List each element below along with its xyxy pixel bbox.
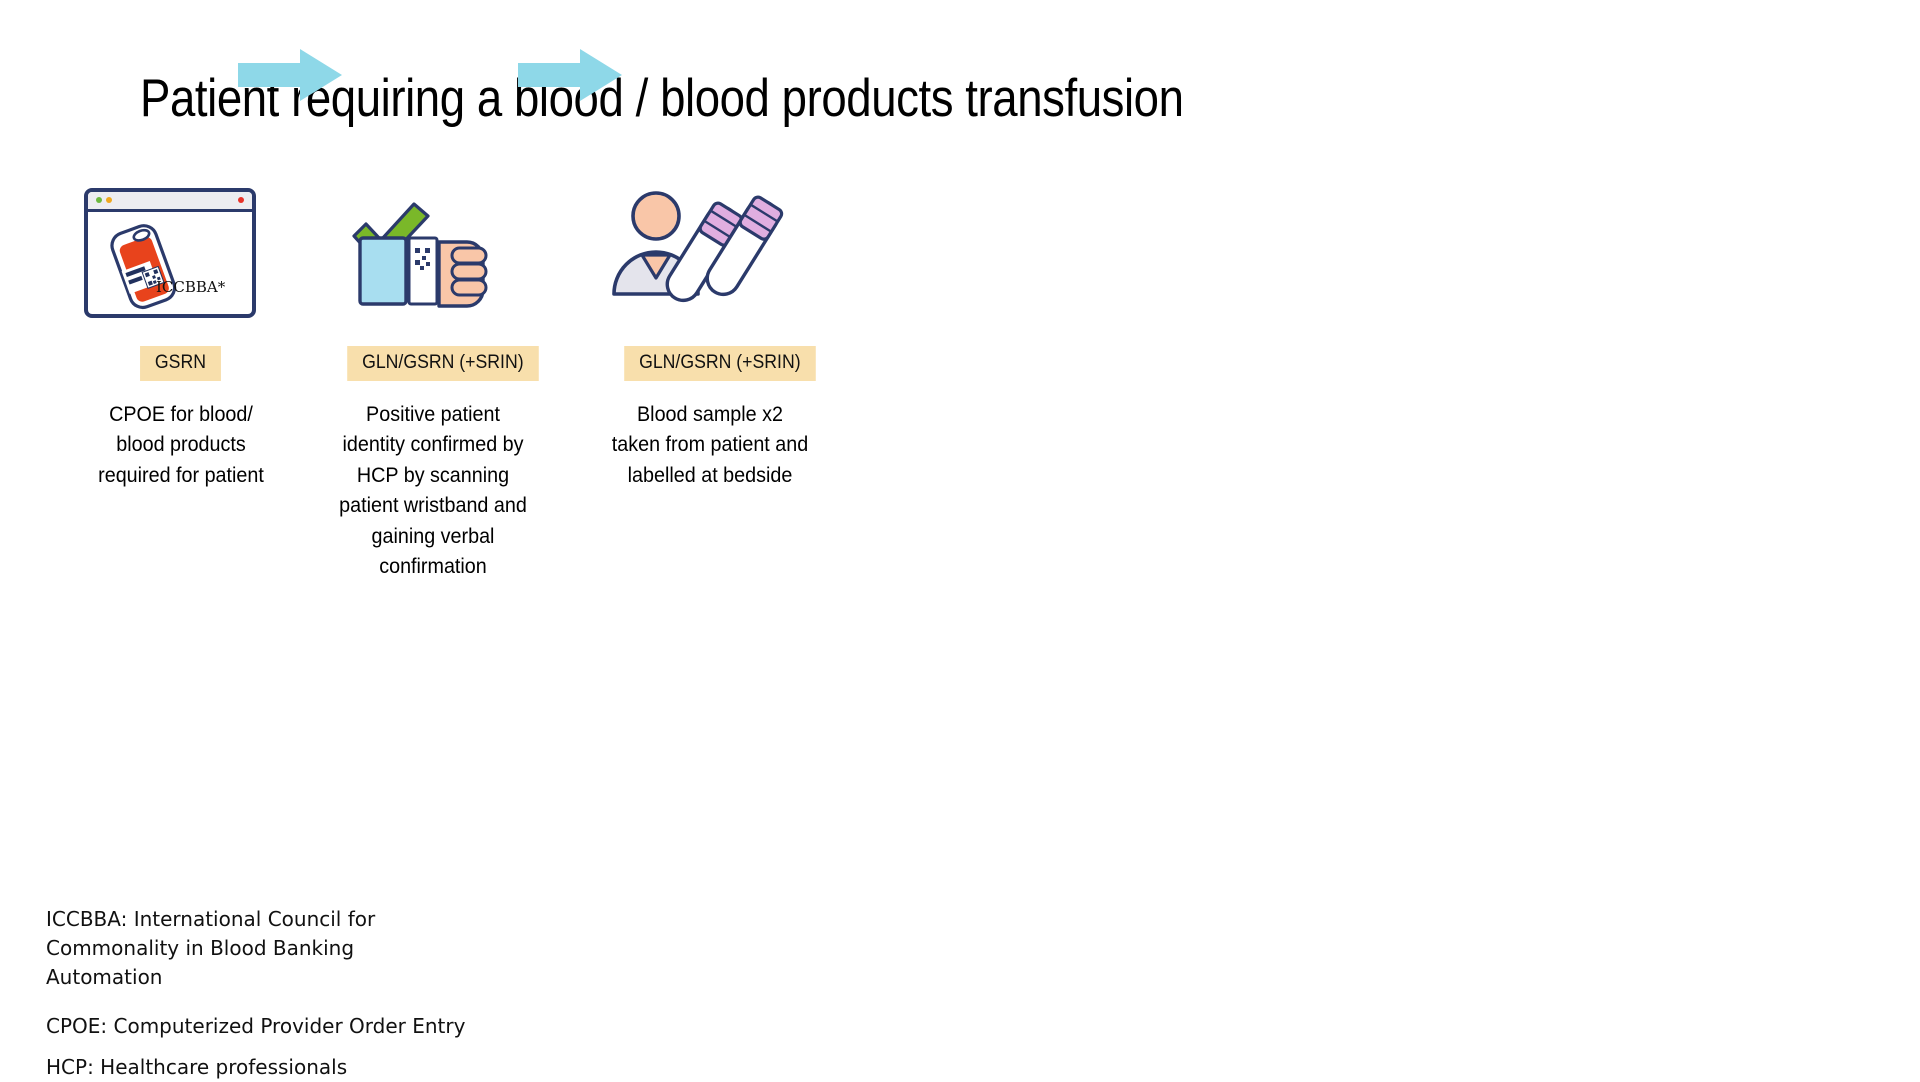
footnote-hcp: HCP: Healthcare professionals	[46, 1055, 348, 1079]
flow-step-3	[582, 186, 842, 322]
browser-window-blood-bag-icon: ICCBBA*	[84, 188, 256, 318]
flow-arrow-2-icon	[518, 49, 622, 101]
flow-step-1-art: ICCBBA*	[22, 186, 282, 322]
step-3-identifier-badge: GLN/GSRN (+SRIN)	[624, 346, 816, 381]
browser-title-bar	[88, 192, 252, 212]
hand-fist-icon	[437, 240, 488, 308]
flow-step-2-art	[302, 186, 562, 322]
browser-green-dot-icon	[96, 197, 102, 203]
check-wristband-scan-icon	[352, 202, 488, 308]
step-1-identifier-badge: GSRN	[140, 346, 221, 381]
patient-head	[631, 191, 681, 241]
wristband-sleeve	[358, 236, 408, 306]
wristband-qr-code	[415, 248, 430, 270]
step-1-caption: CPOE for blood/ blood products required …	[98, 403, 264, 487]
test-tube-2	[705, 195, 784, 297]
flow-step-1: ICCBBA*	[22, 186, 282, 322]
footnotes-block: ICCBBA: International Council for Common…	[46, 905, 686, 1082]
browser-red-dot-icon	[238, 197, 244, 203]
patient-blood-sample-tubes-icon	[612, 191, 784, 303]
flow-step-3-art	[582, 186, 842, 322]
browser-yellow-dot-icon	[106, 197, 112, 203]
footnote-iccbba: ICCBBA: International Council for Common…	[46, 907, 376, 989]
step-2-caption: Positive patient identity confirmed by H…	[339, 403, 527, 579]
wristband-label	[407, 236, 439, 306]
step-2-identifier-badge: GLN/GSRN (+SRIN)	[347, 346, 539, 381]
browser-content-area: ICCBBA*	[88, 212, 252, 314]
iccbba-inline-label: ICCBBA*	[156, 278, 226, 296]
test-tube-1	[665, 201, 744, 303]
patient-collar	[640, 253, 672, 280]
footnote-cpoe: CPOE: Computerized Provider Order Entry	[46, 1014, 466, 1038]
flow-arrow-1-icon	[238, 49, 342, 101]
flow-step-2	[302, 186, 562, 322]
blood-bag-icon	[110, 224, 177, 310]
step-3-caption: Blood sample x2 taken from patient and l…	[611, 403, 809, 487]
